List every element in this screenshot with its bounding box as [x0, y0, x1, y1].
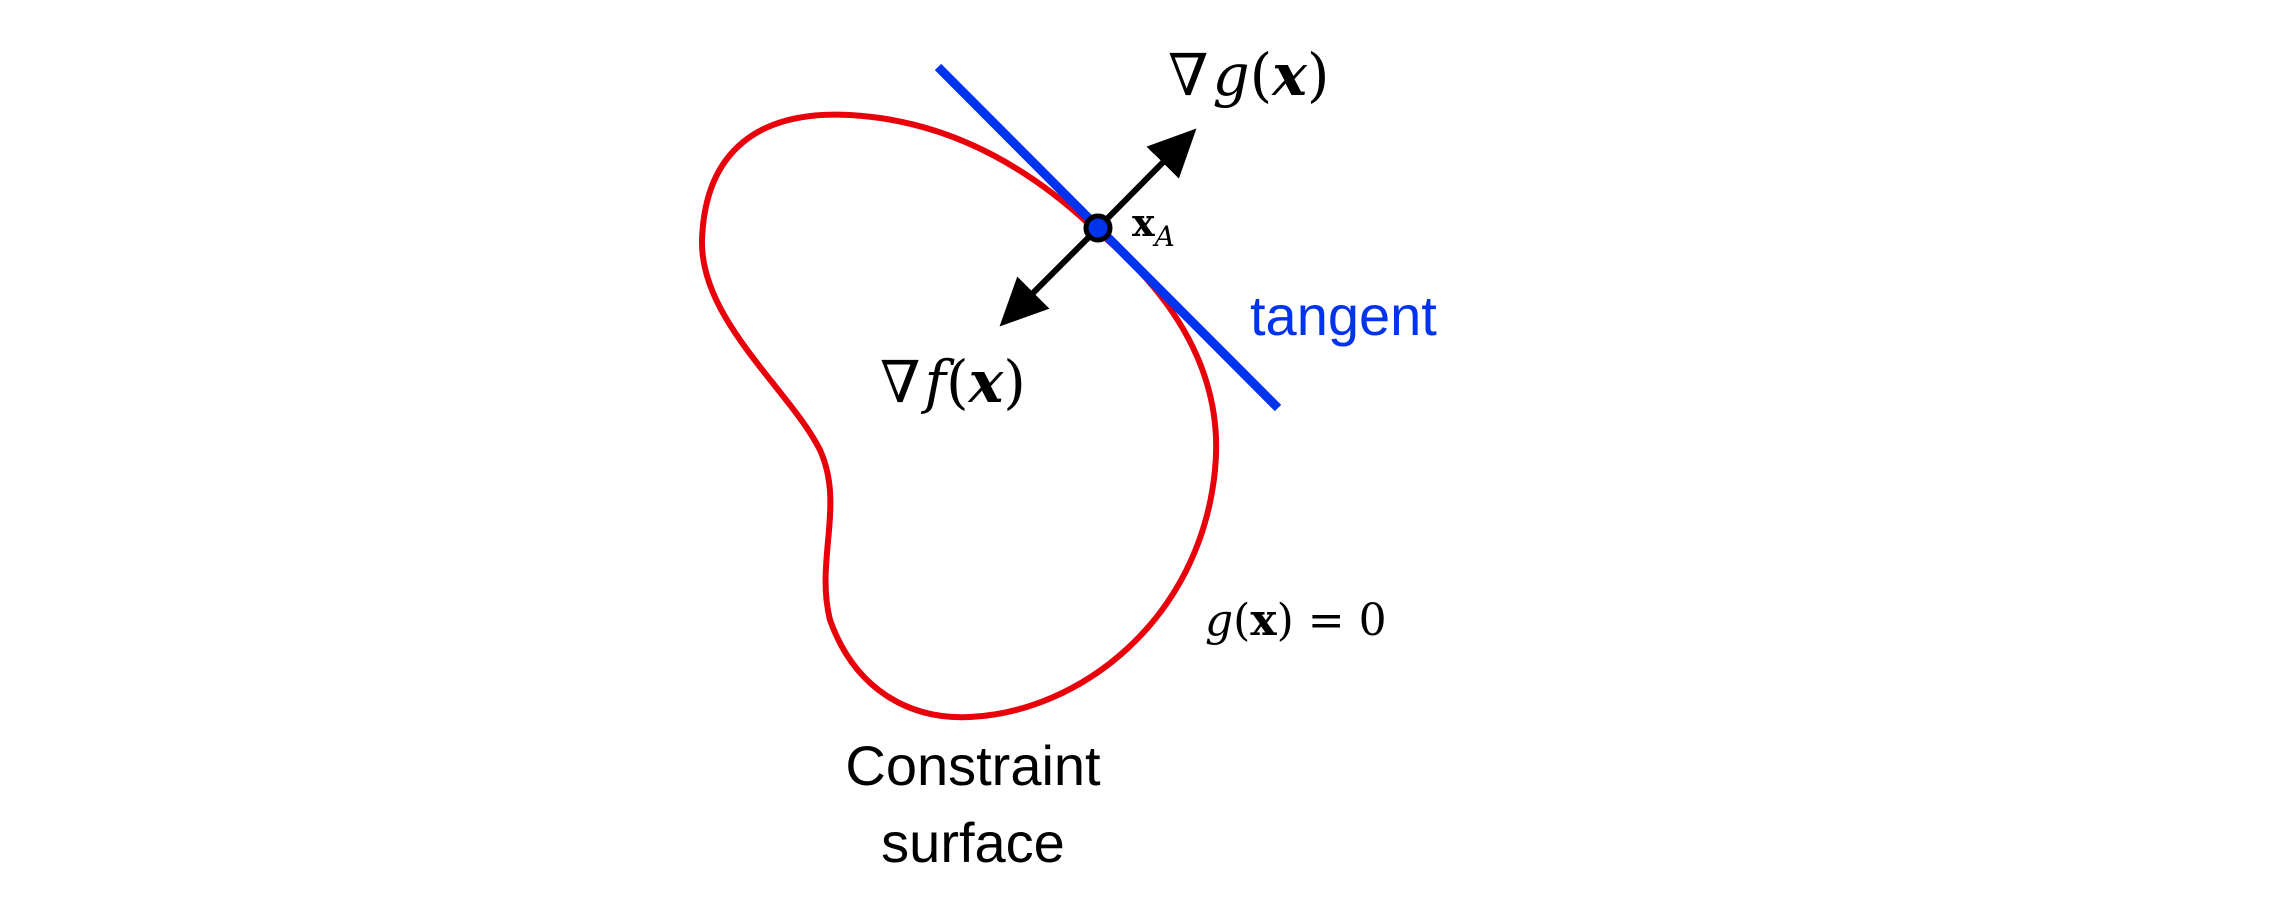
grad-g-label: ∇g(x): [1168, 41, 1330, 109]
constraint-curve: [698, 111, 1220, 721]
constraint-surface-label-line1: Constraint: [845, 734, 1101, 797]
grad-f-arrow: [999, 225, 1101, 327]
grad-f-label: ∇f(x): [880, 348, 1026, 416]
point-xa-label: xA: [1132, 200, 1175, 253]
tangent-label: tangent: [1250, 284, 1437, 347]
constraint-surface-label-line2: surface: [881, 811, 1065, 874]
grad-g-arrow: [1095, 128, 1197, 231]
point-xa-marker: [1083, 213, 1113, 243]
constraint-equation-label: g(x) = 0: [1205, 595, 1387, 646]
